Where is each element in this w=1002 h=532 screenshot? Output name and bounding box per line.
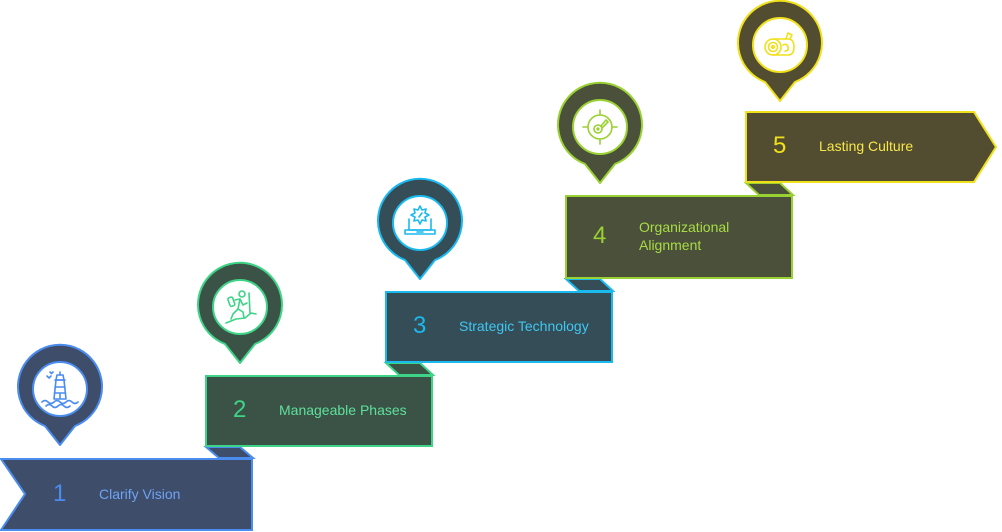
step-4-pin (557, 81, 643, 184)
step-3-pin (377, 177, 463, 280)
step-5-label: Lasting Culture (819, 138, 914, 154)
fold-2-to-1 (203, 446, 256, 459)
step-4-box (565, 195, 793, 279)
step-1-number: 1 (53, 480, 67, 507)
hiker-icon (225, 290, 257, 324)
step-5-pin (737, 0, 823, 102)
step-1-label: Clarify Vision (99, 486, 181, 502)
step-2-pin (197, 261, 283, 364)
step-4-label-line-2: Alignment (639, 237, 702, 253)
step-5-number: 5 (773, 132, 787, 159)
step-1-pin (17, 343, 103, 446)
step-3-box (385, 291, 613, 363)
step-3-number: 3 (413, 312, 427, 339)
fold-3-to-2 (383, 362, 436, 376)
wood-log-icon (764, 32, 795, 56)
step-2-number: 2 (233, 396, 247, 423)
step-4-number: 4 (593, 222, 607, 249)
step-5-box (745, 111, 998, 183)
step-4-label-line-1: Organizational (639, 219, 730, 235)
target-gauge-icon (582, 109, 618, 145)
fold-4-to-3 (563, 278, 616, 292)
step-2-box (205, 375, 433, 447)
step-2-label: Manageable Phases (279, 402, 407, 418)
step-1-box (0, 458, 253, 531)
step-3-label: Strategic Technology (459, 318, 589, 334)
laptop-gear-icon (404, 205, 436, 235)
lighthouse-icon (41, 371, 79, 409)
fold-5-to-4 (743, 182, 796, 196)
